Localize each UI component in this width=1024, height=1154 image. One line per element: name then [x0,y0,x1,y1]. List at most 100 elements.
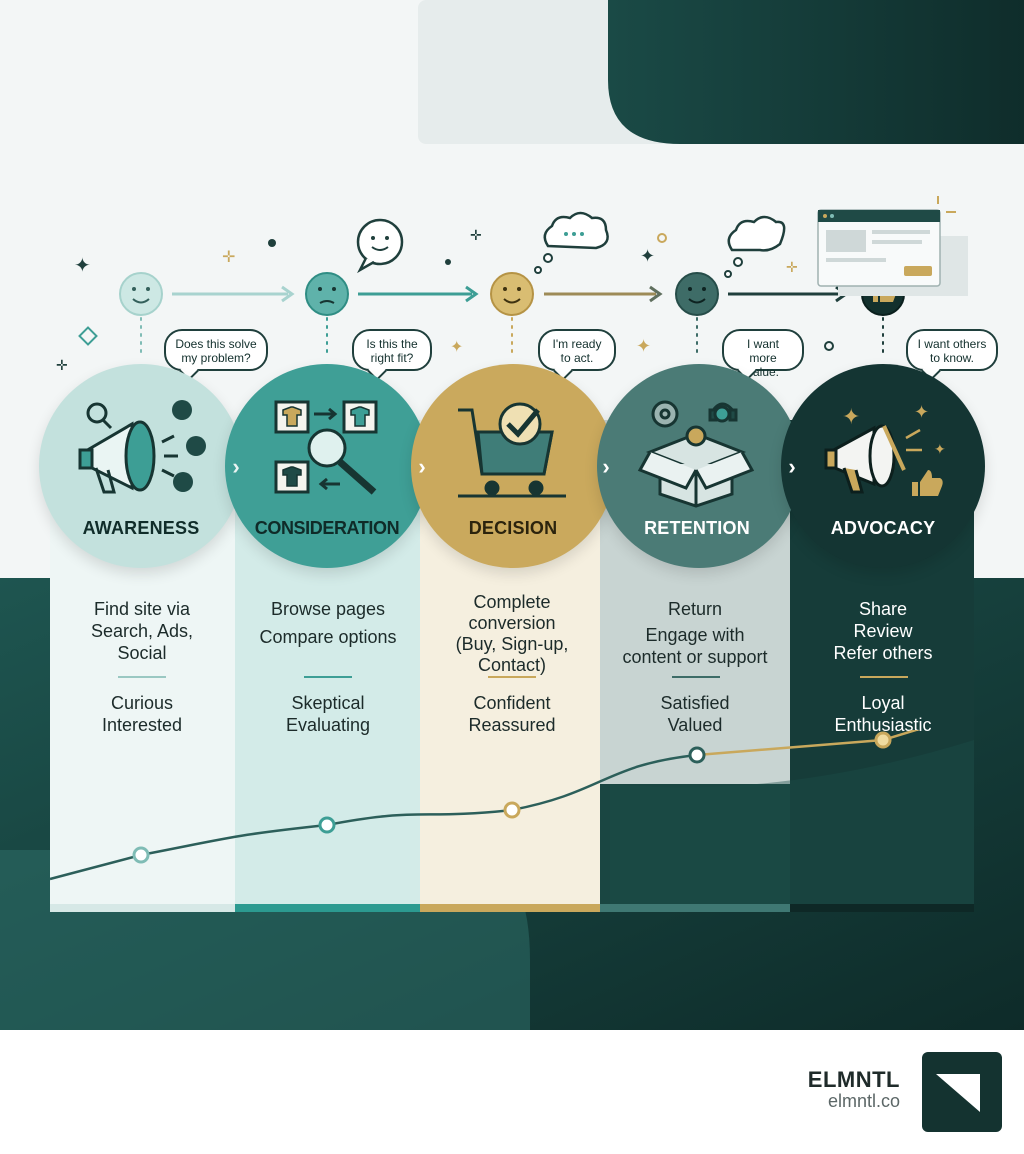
action-line: Complete [473,592,551,612]
thought-cloud-icon [534,211,609,274]
logo-triangle-icon [936,1074,980,1112]
action-line: Engage with [645,625,745,645]
chevron-right-icon: › [602,454,610,479]
retention-question-bubble: I want more value. [722,329,804,379]
brand-url[interactable]: elmntl.co [827,1091,900,1111]
svg-text:✦: ✦ [842,405,860,430]
consideration-feelings: Skeptical Evaluating [238,692,418,736]
svg-text:✛: ✛ [470,228,482,244]
action-line: Refer others [833,643,933,663]
emotion-point-decision [503,801,521,819]
awareness-feelings: Curious Interested [52,692,232,736]
svg-text:✦: ✦ [636,336,651,357]
stage-title-decision: DECISION [468,518,558,538]
feeling-line: Reassured [468,715,556,735]
brand-logo [922,1052,1002,1132]
compare-search-icon [274,400,378,495]
chevron-right-icon: › [788,454,796,479]
advocacy-feelings: Loyal Enthusiastic [793,692,973,736]
emotion-point-retention [688,746,706,764]
svg-text:✛: ✛ [56,358,68,374]
bubble-line: I want others [917,337,987,351]
svg-text:✦: ✦ [934,442,946,458]
speech-bubble-smile-icon [356,218,404,274]
action-line: Review [853,621,913,641]
svg-text:✦: ✦ [640,246,655,267]
face-content-icon [675,272,719,316]
bubble-line: I want [746,337,779,351]
retention-feelings: Satisfied Valued [605,692,785,736]
svg-text:✦: ✦ [74,253,91,277]
action-line: conversion [468,613,556,633]
svg-text:✛: ✛ [786,260,798,276]
svg-text:✦: ✦ [914,402,929,423]
awareness-actions: Find site via Search, Ads, Social [52,598,232,664]
thought-cloud-icon [724,215,786,278]
stage-title-advocacy: ADVOCACY [830,518,936,538]
bubble-line: Does this solve [175,337,257,351]
retention-actions: Return Engage with content or support [605,598,785,668]
divider [672,676,720,678]
divider [304,676,352,678]
divider [860,676,908,678]
action-line: Find site via [93,599,191,619]
action-line: Search, Ads, [90,621,194,641]
stage-title-awareness: AWARENESS [82,518,200,538]
face-neutral-icon [305,272,349,316]
emotion-point-consideration [318,816,336,834]
svg-text:✦: ✦ [450,337,463,356]
feeling-line: Evaluating [285,715,371,735]
chevron-right-icon: › [232,454,240,479]
stage-icons: ✦ ✦ ✦ [78,400,946,508]
emotion-point-awareness [132,846,150,864]
svg-text:✛: ✛ [222,247,235,266]
consideration-actions: Browse pages Compare options [238,598,418,648]
decision-feelings: Confident Reassured [422,692,602,736]
bubble-line: more value. [746,351,780,379]
face-happy-icon [490,272,534,316]
emotion-curve [49,730,921,881]
journey-top-track [119,196,968,357]
consideration-question-bubble: Is this the right fit? [352,329,432,371]
action-line: Compare options [259,627,397,647]
bubble-line: I'm ready [552,337,602,351]
feeling-line: Confident [473,693,551,713]
cart-check-icon [458,402,566,498]
box-gears-icon [637,400,755,508]
action-line: Return [667,599,723,619]
feeling-line: Skeptical [291,693,365,713]
advocacy-question-bubble: I want others to know. [906,329,998,371]
action-line: (Buy, Sign-up, [455,634,569,654]
action-line: Browse pages [270,599,386,619]
advocacy-actions: Share Review Refer others [793,598,973,664]
face-smile-icon [119,272,163,316]
feeling-line: Interested [101,715,183,735]
feeling-line: Curious [110,693,174,713]
bubble-line: Is this the [366,337,418,351]
stage-title-retention: RETENTION [644,518,750,538]
action-line: content or support [622,647,768,667]
action-line: Contact) [477,655,547,675]
emotion-point-advocacy [874,731,892,749]
emotion-curve-arrow [696,730,921,757]
feeling-line: Satisfied [660,693,730,713]
divider [488,676,536,678]
brand-name: ELMNTL [807,1067,900,1092]
action-line: Share [858,599,908,619]
megaphone-icon [78,400,206,494]
bubble-line: right fit? [370,351,414,365]
awareness-question-bubble: Does this solve my problem? [164,329,268,371]
chevron-right-icon: › [418,454,426,479]
bubble-line: to know. [929,351,975,365]
feeling-line: Enthusiastic [834,715,932,735]
bubble-line: to act. [560,351,594,365]
divider [118,676,166,678]
decision-question-bubble: I'm ready to act. [538,329,616,371]
megaphone-thumbs-icon: ✦ ✦ ✦ [824,402,946,496]
decision-actions: Complete conversion (Buy, Sign-up, Conta… [422,592,602,676]
action-line: Social [117,643,167,663]
bubble-line: my problem? [181,351,251,365]
browser-window-icon [817,196,968,296]
stage-title-consideration: CONSIDERATION [254,518,400,538]
